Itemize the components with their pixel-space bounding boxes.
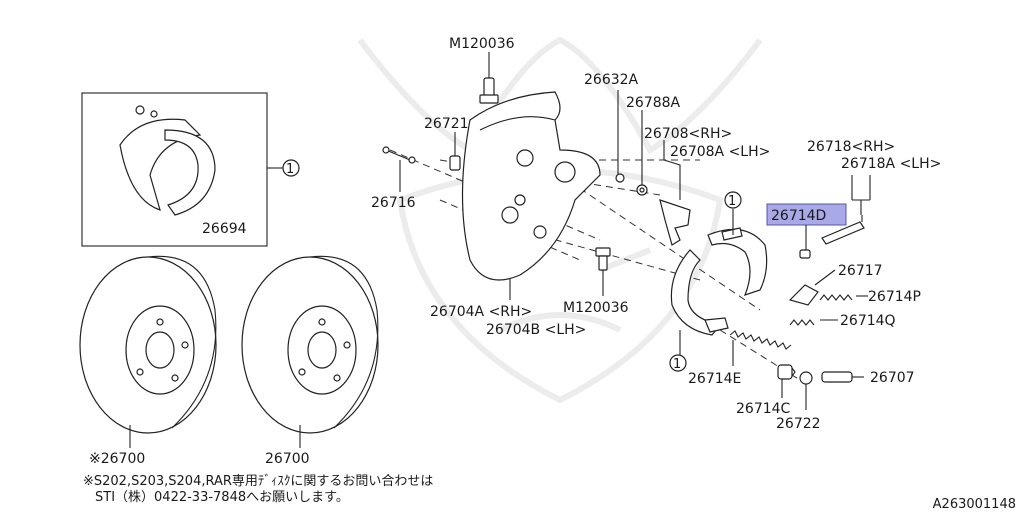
- adjuster-26707[interactable]: [821, 371, 864, 383]
- callout-26721: 26721: [424, 116, 469, 132]
- disc-rotor-sti[interactable]: [79, 255, 217, 434]
- callout-26714E: 26714E: [688, 371, 741, 387]
- callout-26704A: 26704A <RH>: [430, 304, 532, 320]
- brake-shoe-upper[interactable]: [707, 227, 768, 296]
- callout-26708RH: 26708<RH>: [644, 126, 732, 142]
- callout-26707: 26707: [870, 370, 915, 386]
- brake-shoe-lower[interactable]: [670, 249, 729, 336]
- callout-26714D: 26714D: [771, 208, 826, 224]
- spring-26714E[interactable]: [729, 330, 792, 350]
- footnote-line2: STI（株）0422-33-7848へお願いします。: [95, 490, 349, 505]
- clip-26632A[interactable]: [615, 173, 625, 183]
- callout-26717: 26717: [838, 263, 883, 279]
- shoe-kit-box[interactable]: [81, 92, 268, 247]
- callout-26714C: 26714C: [736, 401, 791, 417]
- callout-26722: 26722: [776, 416, 821, 432]
- footnote-line1: ※S202,S203,S204,RAR専用ﾃﾞｨｽｸに関するお問い合わせは: [83, 474, 433, 489]
- ref-marker-1a: 1: [286, 162, 294, 177]
- callout-26718RH: 26718<RH>: [807, 139, 895, 155]
- bolt-m120036-mid[interactable]: [595, 247, 611, 271]
- disc-rotor[interactable]: [241, 255, 379, 434]
- lever-26708[interactable]: [659, 199, 691, 246]
- callout-26700-sti: ※26700: [89, 451, 145, 467]
- callout-26714P: 26714P: [868, 289, 921, 305]
- callout-26714Q: 26714Q: [840, 313, 896, 329]
- bolt-m120036-top[interactable]: [479, 52, 499, 104]
- adjuster-26714D[interactable]: [799, 249, 811, 259]
- callout-26708LH: 26708A <LH>: [670, 144, 770, 160]
- pin-26716[interactable]: [382, 146, 416, 164]
- spring-26714P[interactable]: [819, 294, 853, 301]
- spring-26714Q[interactable]: [789, 319, 815, 326]
- callout-26632A: 26632A: [584, 72, 639, 88]
- washer-26788A[interactable]: [636, 184, 648, 196]
- callout-26694: 26694: [202, 221, 247, 237]
- callout-26704B: 26704B <LH>: [486, 322, 586, 338]
- callout-26718LH: 26718A <LH>: [841, 156, 941, 172]
- callout-m120036-top: M120036: [449, 36, 515, 52]
- ref-marker-1b: 1: [728, 194, 736, 209]
- callout-26700: 26700: [265, 451, 310, 467]
- ref-marker-1c: 1: [673, 357, 681, 372]
- stud-26721[interactable]: [449, 155, 461, 171]
- cup-26714C[interactable]: [777, 364, 796, 380]
- clip-26722[interactable]: [799, 371, 813, 385]
- callout-m120036-mid: M120036: [563, 300, 629, 316]
- backing-plate-26704[interactable]: [461, 91, 601, 281]
- plate-26717[interactable]: [788, 284, 819, 306]
- callout-26716: 26716: [371, 195, 416, 211]
- diagram-id: A263001148: [933, 497, 1016, 512]
- part-26714D-highlight[interactable]: 26714D: [766, 203, 847, 226]
- callout-26788A: 26788A: [626, 95, 681, 111]
- strut-26718[interactable]: [821, 215, 865, 245]
